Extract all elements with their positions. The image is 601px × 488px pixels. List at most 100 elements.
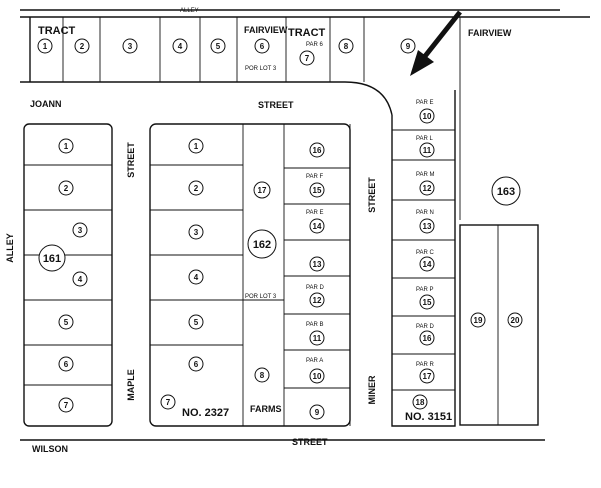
- par-label: PAR E: [416, 100, 434, 106]
- lot-number: 13: [313, 260, 322, 269]
- lot-number: 2: [80, 42, 85, 51]
- right-block: [391, 90, 456, 427]
- lot-number: 17: [423, 372, 432, 381]
- lot-circle: [400, 38, 416, 54]
- fairview-label: FAIRVIEW: [244, 25, 288, 35]
- lot-number: 9: [315, 408, 320, 417]
- lot-number: 19: [474, 316, 483, 325]
- left-block: [23, 123, 113, 427]
- street-label: STREET: [292, 437, 328, 447]
- lot-number: 6: [64, 360, 69, 369]
- lot-number: 20: [511, 316, 520, 325]
- par-label: PAR P: [416, 287, 434, 293]
- block-circle: [38, 244, 66, 272]
- fairview-street-label: FAIRVIEW: [468, 28, 512, 38]
- par-label: PAR D: [306, 285, 325, 291]
- lot-number: 7: [64, 401, 69, 410]
- tract-label: TRACT: [288, 27, 326, 39]
- por-lot-label: POR LOT 3: [245, 294, 277, 300]
- maple-label: MAPLE: [126, 369, 136, 401]
- street-label: STREET: [367, 177, 377, 213]
- lot-number: 3: [78, 226, 83, 235]
- lot-circle: [74, 38, 90, 54]
- lot-number: 2: [194, 184, 199, 193]
- par-label: PAR C: [416, 250, 435, 256]
- par-label: PAR F: [306, 174, 324, 180]
- lot-circle: [299, 50, 315, 66]
- por-lot-label: POR LOT 3: [245, 66, 277, 72]
- block-circle: [491, 176, 521, 206]
- lot-number: 4: [78, 275, 83, 284]
- tract-label: TRACT: [38, 25, 76, 37]
- left-lots: 1 2 3 4 5 6 7: [58, 138, 88, 413]
- tract-number: NO. 2327: [182, 407, 229, 419]
- lot-number: 13: [423, 222, 432, 231]
- lot-number: 14: [423, 260, 432, 269]
- lot-number: 2: [64, 184, 69, 193]
- joann-curve: [344, 81, 393, 116]
- par-label: PAR A: [306, 358, 323, 364]
- par-label: PAR D: [416, 324, 435, 330]
- lot-circle: [254, 38, 270, 54]
- miner-label: MINER: [367, 375, 377, 405]
- lot-number: 12: [423, 184, 432, 193]
- par-label: PAR N: [416, 210, 434, 216]
- lot-number: 10: [313, 372, 322, 381]
- lot-circle: [172, 38, 188, 54]
- lot-number: 11: [313, 334, 322, 343]
- lot-number: 8: [344, 42, 349, 51]
- lot-circle: [210, 38, 226, 54]
- lot-number: 1: [64, 142, 69, 151]
- lot-number: 5: [216, 42, 221, 51]
- lot-number: 4: [194, 273, 199, 282]
- center-lots: 1 2 3 4 5 6 7 17 8: [160, 138, 271, 410]
- lot-number: 14: [313, 222, 322, 231]
- lot-number: 16: [313, 146, 322, 155]
- par-label: PAR R: [416, 362, 435, 368]
- lot-number: 5: [64, 318, 69, 327]
- block-number: 163: [497, 186, 515, 198]
- lot-number: 5: [194, 318, 199, 327]
- lot-number: 10: [423, 112, 432, 121]
- par-lots: 16 15 14 13 12 11 10 9: [309, 142, 325, 420]
- par-label: PAR 6: [306, 42, 324, 48]
- wilson-label: WILSON: [32, 444, 68, 454]
- alley-label: ALLEY: [5, 233, 15, 263]
- lot-number: 17: [258, 186, 267, 195]
- block-number: 161: [43, 253, 61, 265]
- right-lots: 10 11 12 13 14 15 16 17 18: [412, 108, 435, 410]
- farms-label: FARMS: [250, 404, 282, 414]
- lot-number: 9: [406, 42, 411, 51]
- pointer-arrow: [410, 10, 462, 76]
- lot-number: 7: [305, 54, 310, 63]
- lot-number: 15: [313, 186, 322, 195]
- lot-circle: [338, 38, 354, 54]
- street-label: STREET: [258, 100, 294, 110]
- par-label: PAR M: [416, 172, 435, 178]
- joann-label: JOANN: [30, 99, 62, 109]
- block-number: 162: [253, 239, 271, 251]
- block-circle: [247, 229, 277, 259]
- tract-number: NO. 3151: [405, 411, 452, 423]
- lot-number: 18: [416, 398, 425, 407]
- lot-number: 7: [166, 398, 171, 407]
- lot-number: 6: [260, 42, 265, 51]
- far-right-block: [459, 224, 539, 426]
- lot-number: 1: [43, 42, 48, 51]
- alley-label: ALLEY: [180, 8, 199, 14]
- lot-number: 15: [423, 298, 432, 307]
- lot-number: 3: [128, 42, 133, 51]
- street-label: STREET: [126, 142, 136, 178]
- lot-number: 4: [178, 42, 183, 51]
- lot-number: 12: [313, 296, 322, 305]
- lot-number: 11: [423, 146, 432, 155]
- par-label: PAR L: [416, 136, 434, 142]
- lot-number: 3: [194, 228, 199, 237]
- lot-number: 16: [423, 334, 432, 343]
- par-label: PAR B: [306, 322, 324, 328]
- lot-number: 6: [194, 360, 199, 369]
- lot-number: 1: [194, 142, 199, 151]
- lot-circle: [122, 38, 138, 54]
